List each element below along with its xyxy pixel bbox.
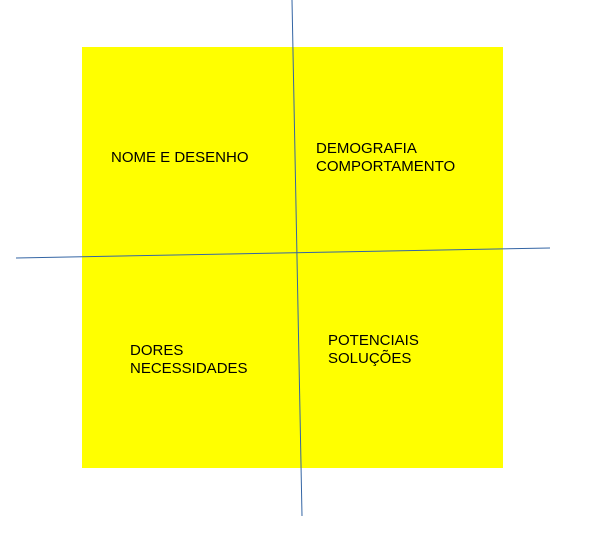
quadrant-demographics-behavior: DEMOGRAFIA COMPORTAMENTO — [316, 140, 455, 176]
quadrant-potential-solutions: POTENCIAIS SOLUÇÕES — [328, 332, 419, 368]
quadrant-text-line: COMPORTAMENTO — [316, 158, 456, 175]
vertical-axis-line — [291, 0, 303, 517]
canvas-background — [82, 47, 503, 468]
quadrant-text-line: NOME E DESENHO — [111, 149, 249, 166]
horizontal-axis-line — [15, 247, 551, 259]
quadrant-text-line: DEMOGRAFIA — [316, 140, 417, 157]
quadrant-name-and-drawing: NOME E DESENHO — [111, 149, 249, 167]
quadrant-pains-needs: DORES NECESSIDADES — [130, 342, 248, 378]
quadrant-text-line: DORES — [130, 342, 184, 359]
quadrant-text-line: SOLUÇÕES — [328, 350, 412, 367]
quadrant-text-line: POTENCIAIS — [328, 332, 419, 349]
quadrant-text-line: NECESSIDADES — [130, 360, 248, 377]
